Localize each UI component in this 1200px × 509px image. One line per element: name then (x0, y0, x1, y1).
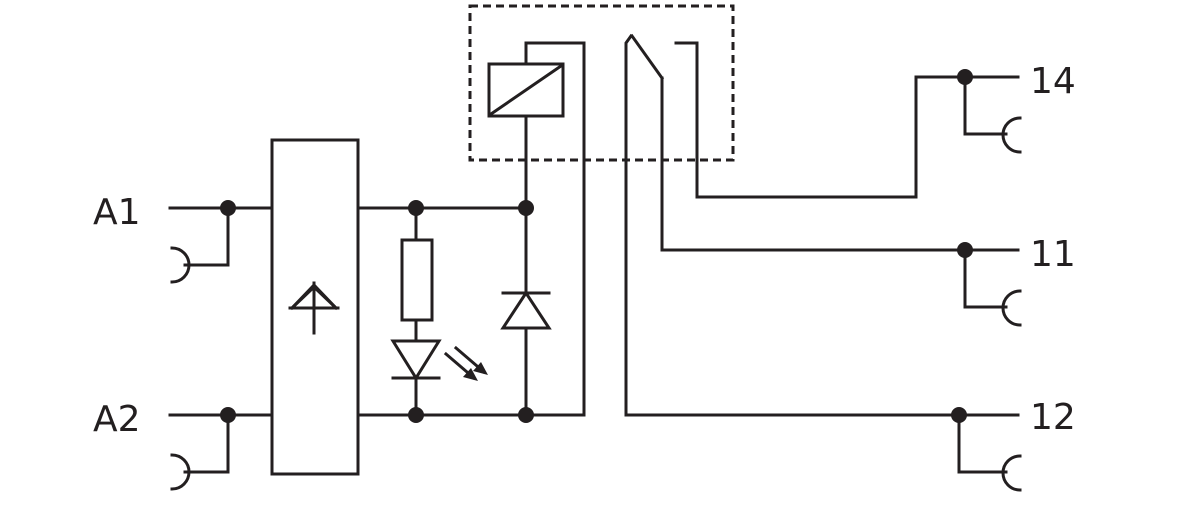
freewheel-diode-branch (500, 200, 552, 423)
terminal-label-a2: A2 (93, 399, 141, 440)
light-emission-arrows-icon (443, 345, 488, 381)
output-12-wiring (624, 407, 1022, 492)
resistor-icon (400, 238, 434, 322)
input-a1-wiring (168, 200, 274, 284)
socket-11-icon (1001, 289, 1022, 327)
socket-12-icon (1001, 454, 1022, 492)
output-14-wiring (957, 69, 1022, 154)
terminal-label-11: 11 (1030, 234, 1076, 275)
output-11-wiring (660, 242, 1022, 327)
terminal-label-12: 12 (1030, 397, 1076, 438)
terminal-label-a1: A1 (93, 192, 141, 233)
relay-enclosure (468, 4, 735, 162)
input-a2-wiring (168, 407, 274, 491)
relay-coil-icon (487, 41, 565, 162)
terminal-label-14: 14 (1030, 61, 1076, 102)
socket-14-icon (1001, 116, 1022, 154)
rectifier-diode-icon (288, 281, 340, 335)
led-indicator-branch (390, 200, 488, 423)
led-icon (390, 339, 442, 381)
changeover-contact-icon (624, 33, 1020, 417)
socket-a1-icon (170, 246, 191, 284)
freewheel-diode-icon (500, 290, 552, 330)
rectifier-block (270, 138, 360, 476)
socket-a2-icon (170, 453, 191, 491)
